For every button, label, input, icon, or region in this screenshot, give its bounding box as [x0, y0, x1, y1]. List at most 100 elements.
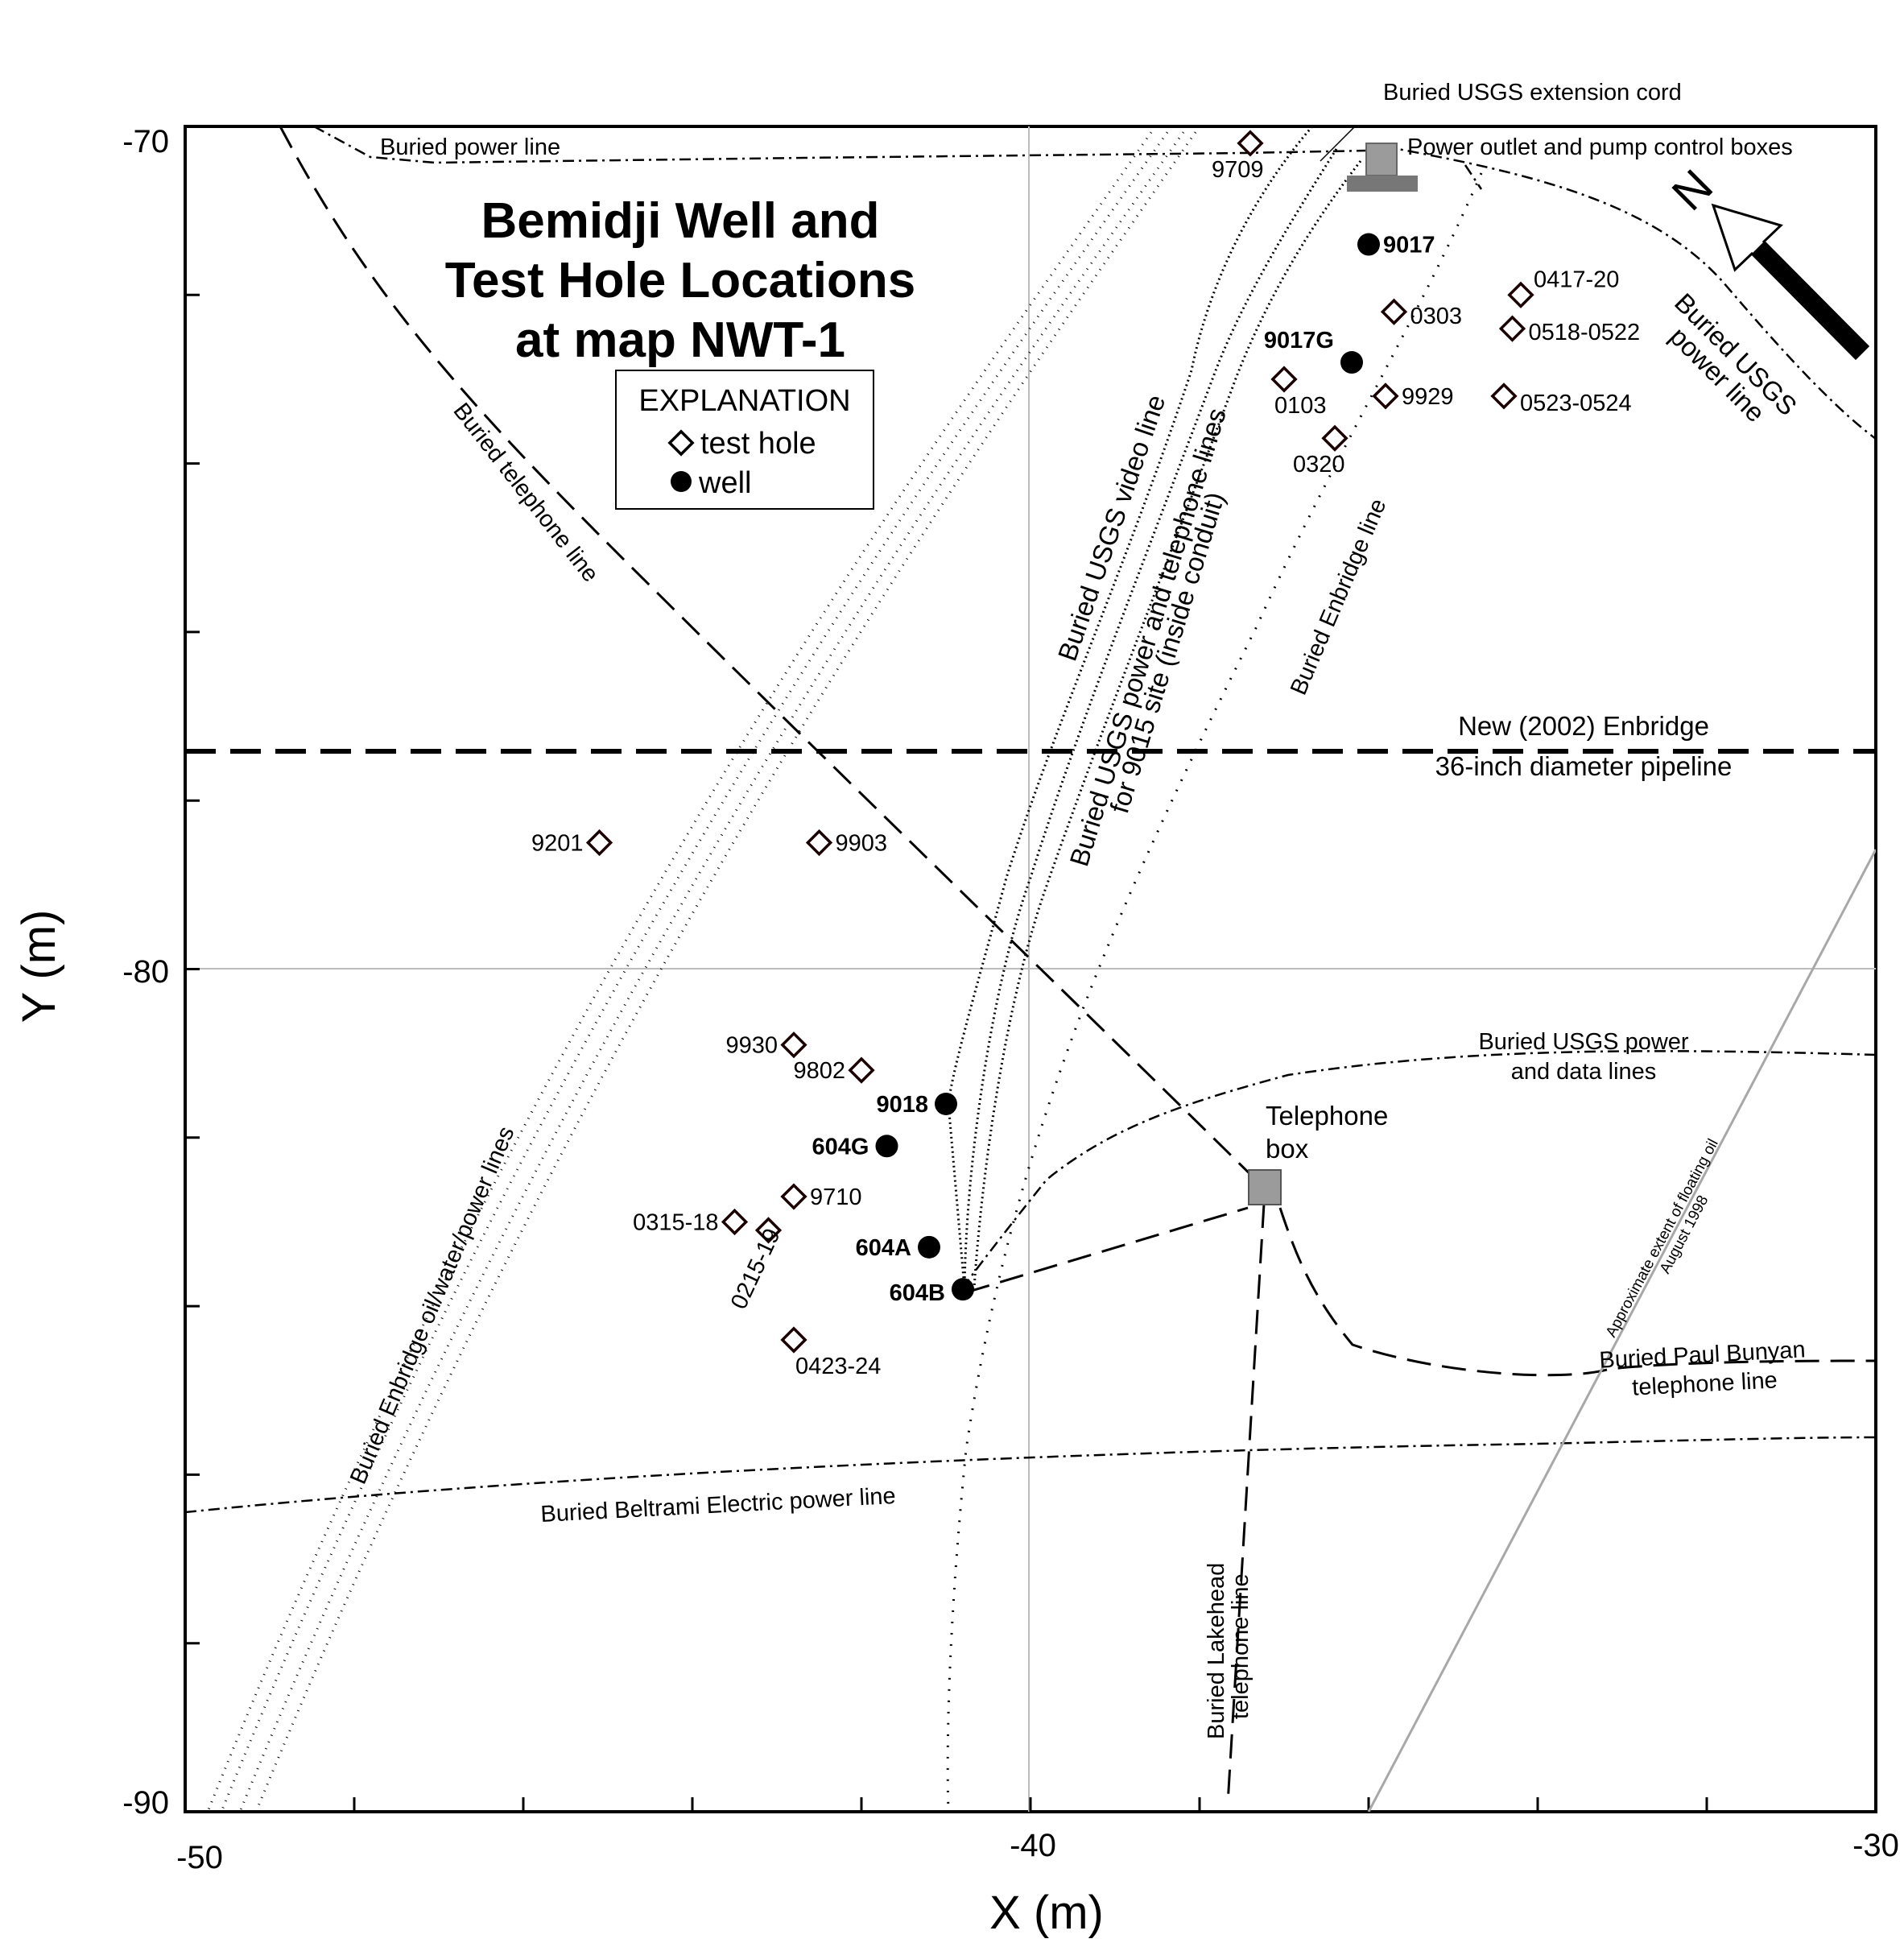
well-label: 9018	[876, 1092, 928, 1118]
pump-control-box	[1347, 176, 1418, 192]
new-pipeline-label-2: 36-inch diameter pipeline	[1435, 751, 1733, 781]
test-hole-label: 0215-19	[726, 1225, 786, 1313]
well-marker	[1357, 233, 1380, 256]
test-hole-marker	[1498, 315, 1526, 342]
legend: EXPLANATION test hole well	[615, 370, 874, 510]
telephone-box-label-1: Telephone	[1266, 1101, 1388, 1131]
beltrami-power-line-label: Buried Beltrami Electric power line	[540, 1483, 897, 1528]
telephone-box-label-2: box	[1266, 1134, 1309, 1164]
test-hole-label: 0423-24	[795, 1354, 881, 1379]
buried-lakehead-telephone-line	[1226, 1203, 1266, 1805]
buried-usgs-power-line	[1384, 145, 1876, 440]
paul-bunyan-label-2: telephone line	[1632, 1367, 1778, 1400]
test-hole-marker	[1380, 298, 1408, 325]
well-marker	[952, 1278, 974, 1301]
test-hole-marker	[721, 1208, 749, 1236]
test-hole-label: 0518-0522	[1529, 320, 1641, 345]
test-hole-marker	[848, 1056, 875, 1084]
test-hole-label: 0320	[1293, 452, 1345, 477]
buried-usgs-power-line-branch	[1464, 164, 1483, 190]
telephone-line-label: Buried telephone line	[448, 399, 603, 587]
test-hole-label: 9709	[1212, 157, 1264, 183]
new-pipeline-label-1: New (2002) Enbridge	[1458, 711, 1709, 741]
y-axis-title: Y (m)	[13, 910, 65, 1023]
floating-oil-extent-line	[1367, 849, 1876, 1812]
test-hole-label: 9802	[793, 1058, 845, 1084]
test-holes-layer: 9709 0303 0417-20 0518-0522 0103 9929 0523-052…	[531, 130, 1641, 1379]
well-label: 604B	[890, 1280, 945, 1306]
test-hole-marker	[585, 829, 613, 857]
test-hole-marker	[780, 1183, 807, 1210]
test-hole-label: 0315-18	[633, 1209, 718, 1235]
test-hole-marker	[805, 829, 833, 857]
extension-cord-leader	[1320, 126, 1357, 162]
floating-oil-label-1: Approximate extent of floating oil	[1603, 1136, 1722, 1340]
well-marker	[875, 1135, 898, 1158]
map-title-line-2: Test Hole Locations	[445, 253, 916, 308]
x-tick-label: -40	[1010, 1828, 1056, 1863]
enbridge-oil-water-power-corridor	[220, 126, 1173, 1812]
lakehead-label-2: telephone line	[1228, 1573, 1254, 1719]
test-hole-marker	[1321, 424, 1348, 452]
test-hole-label: 9929	[1402, 384, 1454, 410]
buried-usgs-video-line-end	[947, 1102, 966, 1289]
x-tick-label: -50	[176, 1840, 223, 1875]
lakehead-label-1: Buried Lakehead	[1204, 1563, 1229, 1739]
test-hole-label: 9201	[531, 831, 584, 857]
test-hole-marker	[1372, 382, 1399, 410]
test-hole-label: 9710	[810, 1184, 862, 1210]
telephone-line-to-604B	[965, 1206, 1249, 1294]
enbridge-line-label: Buried Enbridge line	[1286, 495, 1392, 699]
legend-test-hole-symbol	[667, 429, 695, 457]
enbridge-oil-water-power-label: Buried Enbridge oil/water/power lines	[345, 1123, 520, 1488]
legend-box	[615, 370, 874, 510]
legend-well-label: well	[698, 466, 751, 500]
test-hole-label: 0303	[1410, 304, 1463, 329]
map-title-line-1: Bemidji Well and	[481, 193, 880, 249]
buried-beltrami-electric-power-line	[185, 1436, 1876, 1514]
test-hole-marker	[780, 1326, 807, 1354]
well-label: 9017	[1383, 233, 1435, 258]
power-outlet-label: Power outlet and pump control boxes	[1407, 134, 1793, 160]
well-marker	[1340, 351, 1363, 374]
legend-test-hole-label: test hole	[700, 427, 816, 461]
test-hole-marker	[1237, 130, 1264, 157]
x-axis-title: X (m)	[989, 1887, 1104, 1939]
power-outlet-box	[1365, 143, 1398, 176]
map-title-line-3: at map NWT-1	[515, 312, 845, 368]
well-label: 604G	[812, 1134, 869, 1160]
wells-layer: 962090179017G9018604G604A604B	[812, 233, 1435, 1307]
buried-power-line-label: Buried power line	[380, 134, 560, 160]
telephone-box	[1248, 1169, 1282, 1205]
x-tick-label: -30	[1852, 1828, 1899, 1863]
legend-well-symbol	[671, 471, 692, 492]
test-hole-label: 9930	[725, 1033, 778, 1059]
north-arrow-shaft	[1752, 242, 1868, 358]
north-arrow-label: N	[1662, 159, 1723, 221]
test-hole-marker	[1490, 382, 1518, 410]
buried-usgs-video-line	[947, 126, 1314, 1104]
usgs-extension-cord-label: Buried USGS extension cord	[1383, 80, 1682, 105]
y-tick-label: -80	[122, 954, 169, 990]
test-hole-marker	[1270, 366, 1298, 393]
test-hole-label: 0103	[1274, 393, 1327, 419]
well-marker	[918, 1235, 940, 1259]
buried-usgs-power-telephone-line	[973, 160, 1362, 1289]
test-hole-marker	[1507, 281, 1534, 308]
well-label: 9017G	[1264, 328, 1334, 353]
usgs-power-data-label-1: Buried USGS power	[1478, 1029, 1688, 1055]
legend-title: EXPLANATION	[638, 384, 850, 418]
buried-paul-bunyan-telephone-line	[1278, 1207, 1876, 1377]
test-hole-label: 0417-20	[1534, 267, 1619, 292]
buried-power-line	[313, 126, 1369, 164]
test-hole-label: 9903	[836, 831, 888, 857]
well-marker	[935, 1092, 957, 1115]
buried-telephone-line	[279, 126, 1266, 1189]
tick-marks	[185, 293, 1708, 1812]
y-tick-label: -70	[122, 124, 169, 159]
well-label: 604A	[856, 1235, 911, 1261]
test-hole-label: 0523-0524	[1520, 391, 1632, 416]
usgs-power-data-label-2: and data lines	[1511, 1059, 1657, 1085]
buried-usgs-power-data-lines	[961, 1050, 1876, 1289]
